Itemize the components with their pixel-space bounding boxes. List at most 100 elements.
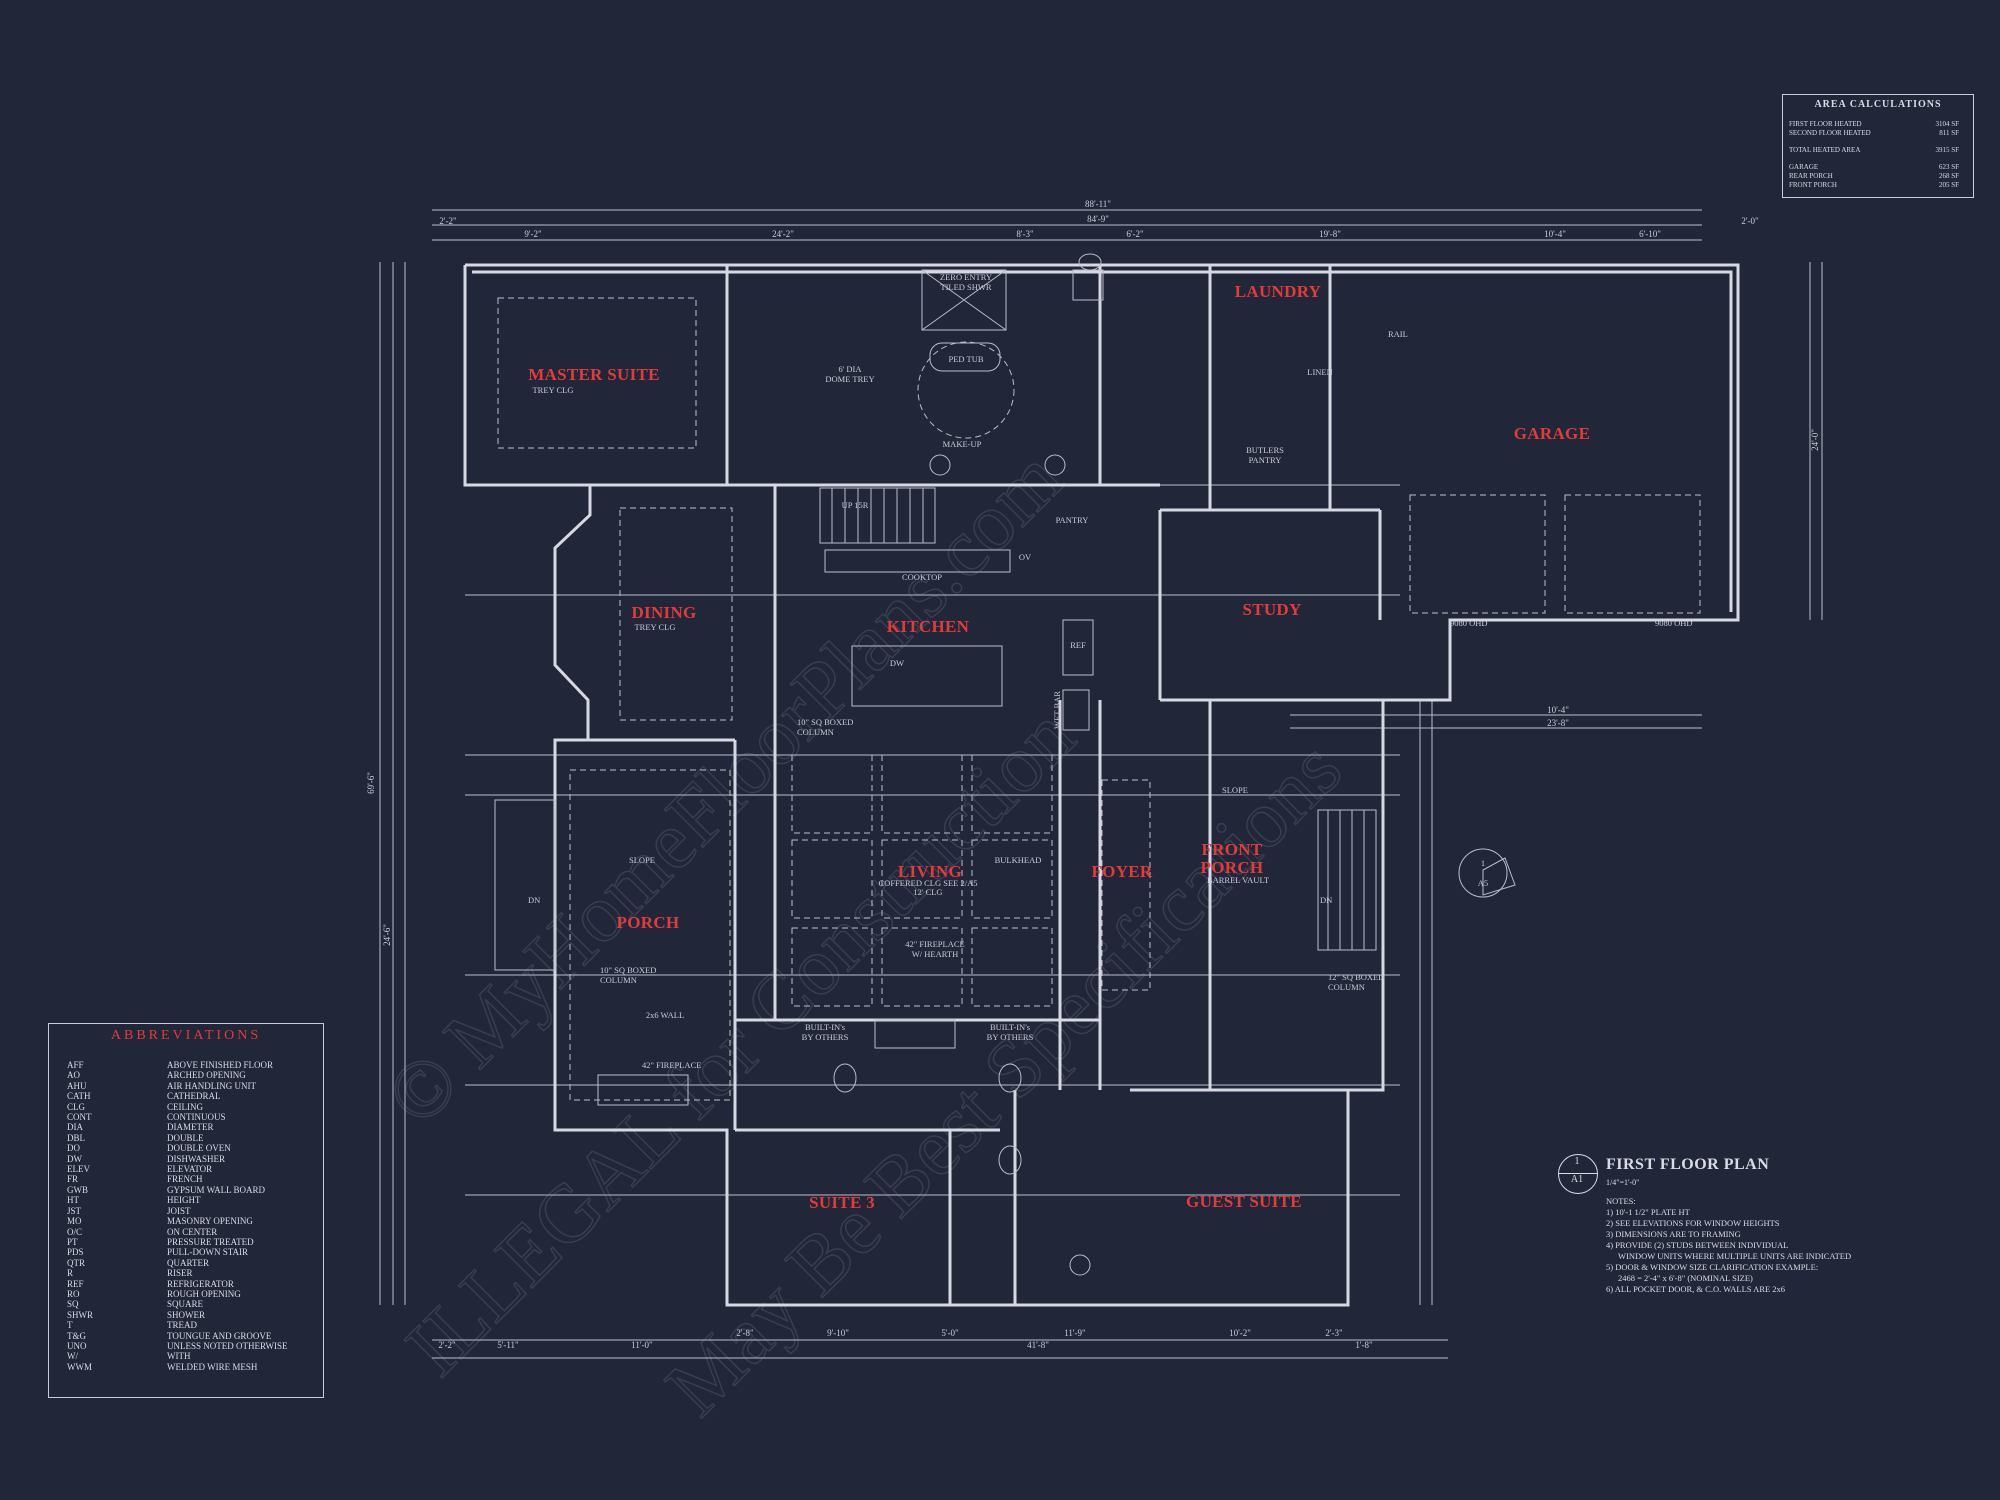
drawing-number-circle xyxy=(1558,1154,1598,1194)
front-column-label: 12" SQ BOXED xyxy=(1328,972,1384,982)
by-others-label-2: BY OTHERS xyxy=(987,1032,1034,1042)
ceiling-outlines xyxy=(497,297,1701,1101)
abbreviation-meaning: DISHWASHER xyxy=(167,1153,226,1164)
abbreviation-meaning: CATHEDRAL xyxy=(167,1091,221,1102)
room-front-porch-line-2: PORCH xyxy=(1200,858,1264,877)
abbreviation-key: CLG xyxy=(67,1101,85,1112)
dim-b7: 2'-3" xyxy=(1325,1328,1343,1338)
abbreviation-key: PT xyxy=(67,1236,78,1247)
dim-b6: 10'-2" xyxy=(1229,1328,1251,1338)
room-suite-3: SUITE 3 xyxy=(809,1193,875,1212)
abbreviation-key: JST xyxy=(67,1205,82,1216)
small-labels: PED TUB ZERO ENTRY TILED SHWR 6' DIA DOM… xyxy=(528,272,1693,1070)
abbreviation-meaning: ARCHED OPENING xyxy=(167,1070,246,1081)
area-second-value: 811 SF xyxy=(1939,129,1959,137)
dim-d8: 2'-2" xyxy=(439,216,457,226)
dim-d9: 2'-0" xyxy=(1741,216,1759,226)
note-6: 6) ALL POCKET DOOR, & C.O. WALLS ARE 2x6 xyxy=(1606,1284,1786,1294)
drawing-sheet: A1 xyxy=(1570,1174,1584,1185)
front-column-label-2: COLUMN xyxy=(1328,982,1365,992)
room-study: STUDY xyxy=(1242,600,1302,619)
abbreviation-key: CONT xyxy=(67,1112,92,1123)
abbreviation-key: RO xyxy=(67,1288,80,1299)
abbreviation-meaning: HEIGHT xyxy=(167,1195,201,1206)
abbreviation-key: FR xyxy=(67,1174,79,1185)
abbreviation-key: CATH xyxy=(67,1091,91,1102)
note-5: 5) DOOR & WINDOW SIZE CLARIFICATION EXAM… xyxy=(1606,1262,1819,1272)
area-first-value: 3104 SF xyxy=(1935,120,1959,128)
abbreviation-key: T xyxy=(67,1320,73,1331)
room-living: LIVING xyxy=(897,862,963,881)
butlers-label: BUTLERS xyxy=(1246,445,1284,455)
abbreviation-meaning: JOIST xyxy=(167,1205,191,1216)
abbreviation-meaning: DIAMETER xyxy=(167,1122,214,1133)
area-garage-value: 623 SF xyxy=(1938,163,1959,171)
abbreviation-key: SQ xyxy=(67,1299,79,1310)
abbreviation-meaning: DOUBLE OVEN xyxy=(167,1143,231,1154)
abbreviation-meaning: GYPSUM WALL BOARD xyxy=(167,1184,266,1195)
dishwasher-label: DW xyxy=(890,658,904,668)
interior-walls xyxy=(555,265,1450,1305)
dim-d4: 6'-2" xyxy=(1126,229,1144,239)
abbreviation-key: SHWR xyxy=(67,1309,94,1320)
abbreviation-key: PDS xyxy=(67,1247,84,1258)
room-guest-suite: GUEST SUITE xyxy=(1186,1192,1302,1211)
garage-door-1-label: 9080 OHD xyxy=(1450,618,1488,628)
abbreviation-key: UNO xyxy=(67,1340,87,1351)
abbreviation-row: GWB GYPSUM WALL BOARD xyxy=(49,1185,323,1195)
abbreviation-key: AFF xyxy=(67,1060,84,1070)
abbreviation-row: AO ARCHED OPENING xyxy=(49,1070,323,1080)
abbreviation-key: DBL xyxy=(67,1132,85,1143)
column-label-2: COLUMN xyxy=(797,727,834,737)
dim-d6: 10'-4" xyxy=(1544,229,1566,239)
abbreviations-title: ABBREVIATIONS xyxy=(110,1028,262,1043)
dimension-lines xyxy=(379,209,1823,1359)
dim-b4: 5'-0" xyxy=(941,1328,959,1338)
tiled-shower-label: TILED SHWR xyxy=(940,282,992,292)
abbreviation-key: W/ xyxy=(67,1351,78,1362)
room-garage: GARAGE xyxy=(1513,424,1591,443)
abbreviation-key: AO xyxy=(67,1070,80,1081)
area-rear-label: REAR PORCH xyxy=(1789,172,1833,180)
abbreviation-key: GWB xyxy=(67,1184,88,1195)
abbreviation-key: DW xyxy=(67,1153,82,1164)
room-dining: DINING xyxy=(631,603,697,622)
area-first-label: FIRST FLOOR HEATED xyxy=(1789,120,1862,128)
abbreviation-meaning: REFRIGERATOR xyxy=(167,1278,234,1289)
room-foyer: FOYER xyxy=(1091,862,1153,881)
abbreviation-meaning: AIR HANDLING UNIT xyxy=(167,1080,256,1091)
dim-left2: 24'-6" xyxy=(382,924,392,946)
dome-trey-label: DOME TREY xyxy=(825,374,874,384)
abbreviation-meaning: MASONRY OPENING xyxy=(167,1216,253,1227)
notes-heading: NOTES: xyxy=(1606,1196,1636,1206)
dim-d1: 9'-2" xyxy=(524,229,542,239)
ped-tub-label: PED TUB xyxy=(948,354,983,364)
dim-b8: 1'-8" xyxy=(1355,1340,1373,1350)
drawing-number: 1 xyxy=(1574,1156,1580,1167)
builtins-label: BUILT-IN's xyxy=(805,1022,845,1032)
fireplace-label: 42" FIREPLACE xyxy=(905,939,964,949)
area-front-label: FRONT PORCH xyxy=(1789,181,1837,189)
abbreviation-key: ELEV xyxy=(67,1164,90,1175)
dim-d5: 19'-8" xyxy=(1319,229,1341,239)
area-total-label: TOTAL HEATED AREA xyxy=(1789,146,1861,154)
room-porch: PORCH xyxy=(616,913,680,932)
note-1: 1) 10'-1 1/2" PLATE HT xyxy=(1606,1207,1690,1217)
linen-label: LINEN xyxy=(1307,367,1333,377)
bulkhead-label: BULKHEAD xyxy=(995,855,1042,865)
